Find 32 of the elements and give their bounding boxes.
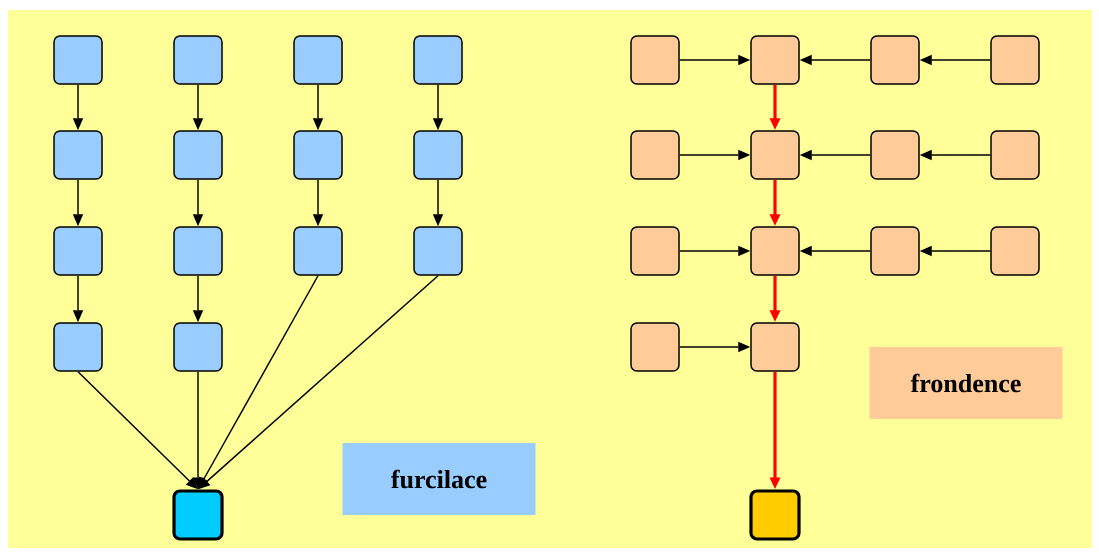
square-box <box>53 130 103 180</box>
square-box <box>293 130 343 180</box>
square-box <box>870 226 920 276</box>
label-box: frondence <box>869 347 1063 419</box>
square-box <box>749 489 801 541</box>
square-box <box>750 130 800 180</box>
square-box <box>990 35 1040 85</box>
square-box <box>53 35 103 85</box>
square-box <box>413 35 463 85</box>
square-box <box>173 130 223 180</box>
square-box <box>53 322 103 372</box>
square-box <box>173 226 223 276</box>
square-box <box>990 130 1040 180</box>
square-box <box>630 130 680 180</box>
square-box <box>750 226 800 276</box>
square-box <box>870 130 920 180</box>
square-box <box>173 35 223 85</box>
square-box <box>630 35 680 85</box>
square-box <box>630 322 680 372</box>
square-box <box>990 226 1040 276</box>
square-box <box>413 226 463 276</box>
square-box <box>750 322 800 372</box>
square-box <box>173 322 223 372</box>
square-box <box>172 489 224 541</box>
square-box <box>870 35 920 85</box>
square-box <box>630 226 680 276</box>
square-box <box>53 226 103 276</box>
square-box <box>293 226 343 276</box>
square-box <box>413 130 463 180</box>
label-box: furcilace <box>342 443 536 515</box>
square-box <box>293 35 343 85</box>
square-box <box>750 35 800 85</box>
